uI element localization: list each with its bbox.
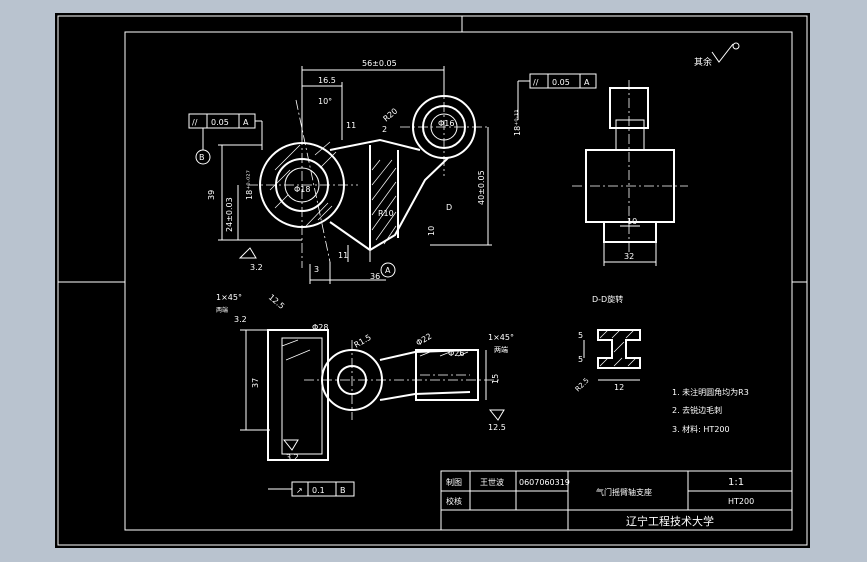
chamfer-left: 1×45° [216,293,242,302]
label-check: 校核 [446,496,462,506]
dim-phi26: Φ26 [448,349,464,358]
roughness-3-2-b: 3.2 [234,315,247,324]
tol-bottom-value: 0.1 [312,486,325,495]
tol-left-symbol: // [192,118,198,127]
side-dim-10: 10 [627,217,637,226]
dim-center-distance: 56±0.05 [362,59,397,68]
roughness-circle [732,42,740,50]
side-view [572,80,688,266]
dim-r10: R10 [378,209,394,218]
dd-dim-5a: 5 [578,331,583,340]
dim-11-top: 11 [346,121,356,130]
other-surfaces-note: 其余 [694,56,712,68]
part-name: 气门摇臂轴支座 [596,487,652,497]
tol-left-value: 0.05 [211,118,229,127]
roughness-symbol-bottom [282,439,299,451]
dd-dim-12: 12 [614,383,624,392]
note-3: 3. 材料: HT200 [672,424,730,434]
front-view [218,66,492,284]
dd-section [583,329,641,381]
dd-section-title: D-D旋转 [592,294,623,304]
dim-right-height: 18⁺⁰·¹¹ [513,109,522,136]
tol-right-datum: A [584,78,590,87]
dim-phi16: Φ16 [438,119,454,128]
dim-3: 3 [314,265,319,274]
student-id: 0607060319 [519,478,570,487]
datum-a-circle [380,262,396,278]
sheet-background [55,13,810,548]
tol-right-value: 0.05 [552,78,570,87]
tol-right-symbol: // [533,78,539,87]
tol-bottom-datum: B [340,486,346,495]
dim-phi28: Φ28 [312,323,328,332]
roughness-3-2-c: 3.2 [286,453,299,462]
roughness-symbol-general [711,43,734,63]
tolerance-frame-right [517,73,597,120]
note-1: 1. 未注明圆角均为R3 [672,387,749,397]
dim-bore: 18⁺⁰·⁰²⁷ [245,170,254,200]
dim-2: 2 [382,125,387,134]
both-ends-left: 两端 [216,306,228,314]
label-drawn: 制图 [446,477,462,487]
roughness-3-2-left: 3.2 [250,263,263,272]
tolerance-frame-bottom [268,481,355,497]
school-name: 辽宁工程技术大学 [626,514,714,528]
dim-36: 36 [370,272,380,281]
outer-frame [57,15,808,546]
dim-16-5: 16.5 [318,76,336,85]
roughness-symbol-right [488,409,505,421]
dim-15: 15 [491,374,500,384]
note-2: 2. 去锐边毛刺 [672,405,722,415]
datum-b-label: B [199,153,205,162]
dim-39: 39 [207,190,216,200]
material-value: HT200 [728,497,754,506]
drawer-name: 王世波 [480,477,504,487]
side-dim-32: 32 [624,252,634,261]
tol-left-datum: A [243,118,249,127]
chamfer-right: 1×45° [488,333,514,342]
dim-angle-10: 10° [318,97,332,106]
roughness-12-5-b: 12.5 [488,423,506,432]
tolerance-frame-left [188,113,263,150]
dim-10: 10 [427,226,436,236]
dim-24: 24±0.03 [225,197,234,232]
dim-37: 37 [251,378,260,388]
scale-value: 1:1 [728,477,744,488]
top-view [240,329,500,461]
section-d-label: D [446,203,452,212]
dd-dim-5b: 5 [578,355,583,364]
both-ends-right: 两端 [494,345,508,354]
title-block [440,470,793,531]
tol-bottom-symbol: ↗ [296,486,303,495]
dim-11-bottom: 11 [338,251,348,260]
datum-a-label: A [385,266,391,275]
roughness-symbol-left [238,247,257,259]
dim-40: 40±0.05 [477,170,486,205]
dim-hole-small: Φ18 [294,185,310,194]
